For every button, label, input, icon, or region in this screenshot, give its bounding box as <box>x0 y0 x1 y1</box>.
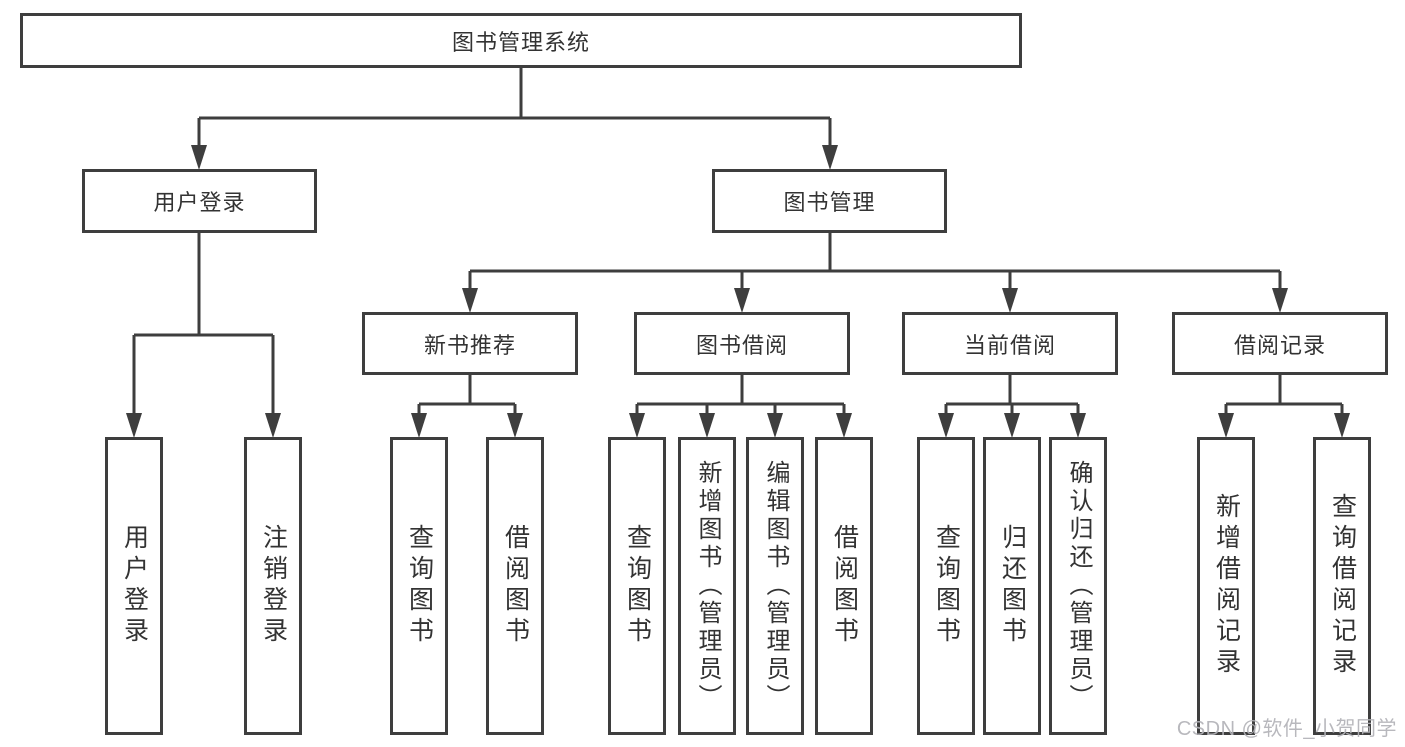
node-current-borrowing: 当前借阅 <box>902 312 1118 375</box>
leaf-query-borrow-record: 查询借阅记录 <box>1313 437 1371 735</box>
node-borrowing-records: 借阅记录 <box>1172 312 1388 375</box>
leaf-add-borrow-record: 新增借阅记录 <box>1197 437 1255 735</box>
leaf-label: 确认归还（管理员） <box>1065 460 1092 712</box>
leaf-label: 编辑图书（管理员） <box>762 460 789 712</box>
leaf-label: 查询图书 <box>623 524 652 648</box>
arrowhead <box>507 413 523 438</box>
node-label: 当前借阅 <box>963 332 1056 358</box>
arrowhead <box>822 145 838 170</box>
arrowhead <box>938 413 954 438</box>
node-user-login: 用户登录 <box>82 169 317 233</box>
node-label: 图书管理 <box>783 190 876 215</box>
leaf-return-book: 归还图书 <box>983 437 1041 735</box>
connector-paths <box>132 65 1344 417</box>
connector-book-management-branch <box>468 230 1282 292</box>
arrowhead <box>1272 288 1288 313</box>
leaf-label: 注销登录 <box>259 524 288 648</box>
arrowhead <box>265 413 281 438</box>
arrowheads <box>126 145 1350 438</box>
leaf-add-book-admin: 新增图书（管理员） <box>678 437 736 735</box>
leaf-label: 查询图书 <box>932 524 961 648</box>
arrowhead <box>1218 413 1234 438</box>
leaf-label: 新增借阅记录 <box>1212 493 1241 679</box>
leaf-label: 借阅图书 <box>501 524 530 648</box>
arrowhead <box>1334 413 1350 438</box>
leaf-edit-book-admin: 编辑图书（管理员） <box>746 437 804 735</box>
arrowhead <box>1004 413 1020 438</box>
node-book-borrowing: 图书借阅 <box>634 312 850 375</box>
arrowhead <box>629 413 645 438</box>
leaf-borrow-books-borrowing: 借阅图书 <box>815 437 873 735</box>
arrowhead <box>836 413 852 438</box>
node-label: 图书借阅 <box>695 332 788 358</box>
leaf-query-books-borrowing: 查询图书 <box>608 437 666 735</box>
node-new-book-recommendation: 新书推荐 <box>362 312 578 375</box>
node-label: 用户登录 <box>153 190 246 215</box>
leaf-logout: 注销登录 <box>244 437 302 735</box>
node-label: 借阅记录 <box>1233 332 1326 358</box>
arrowhead <box>191 145 207 170</box>
connector-book-borrowing-branch <box>635 372 846 417</box>
arrowhead <box>1002 288 1018 313</box>
arrowhead <box>767 413 783 438</box>
connector-current-borrowing-branch <box>944 372 1080 417</box>
leaf-user-login: 用户登录 <box>105 437 163 735</box>
leaf-query-books-current: 查询图书 <box>917 437 975 735</box>
csdn-watermark: CSDN @软件_小贺同学 <box>1176 718 1397 740</box>
node-library-management-system: 图书管理系统 <box>20 13 1022 68</box>
leaf-label: 借阅图书 <box>830 524 859 648</box>
arrowhead <box>411 413 427 438</box>
connector-user-login-branch <box>132 230 275 417</box>
leaf-query-books-recommend: 查询图书 <box>390 437 448 735</box>
leaf-label: 用户登录 <box>120 524 149 648</box>
connector-borrowing-records-branch <box>1224 372 1344 417</box>
arrowhead <box>699 413 715 438</box>
leaf-label: 新增图书（管理员） <box>694 460 721 712</box>
arrowhead <box>1070 413 1086 438</box>
leaf-label: 归还图书 <box>998 524 1027 648</box>
arrowhead <box>462 288 478 313</box>
leaf-label: 查询借阅记录 <box>1328 493 1357 679</box>
node-label: 新书推荐 <box>423 332 516 358</box>
arrowhead <box>734 288 750 313</box>
arrowhead <box>126 413 142 438</box>
leaf-confirm-return-admin: 确认归还（管理员） <box>1049 437 1107 735</box>
connector-new-book-branch <box>417 372 517 417</box>
connector-root-trunk <box>197 65 832 148</box>
node-label: 图书管理系统 <box>451 29 590 55</box>
node-book-management: 图书管理 <box>712 169 947 233</box>
leaf-label: 查询图书 <box>405 524 434 648</box>
leaf-borrow-books-recommend: 借阅图书 <box>486 437 544 735</box>
